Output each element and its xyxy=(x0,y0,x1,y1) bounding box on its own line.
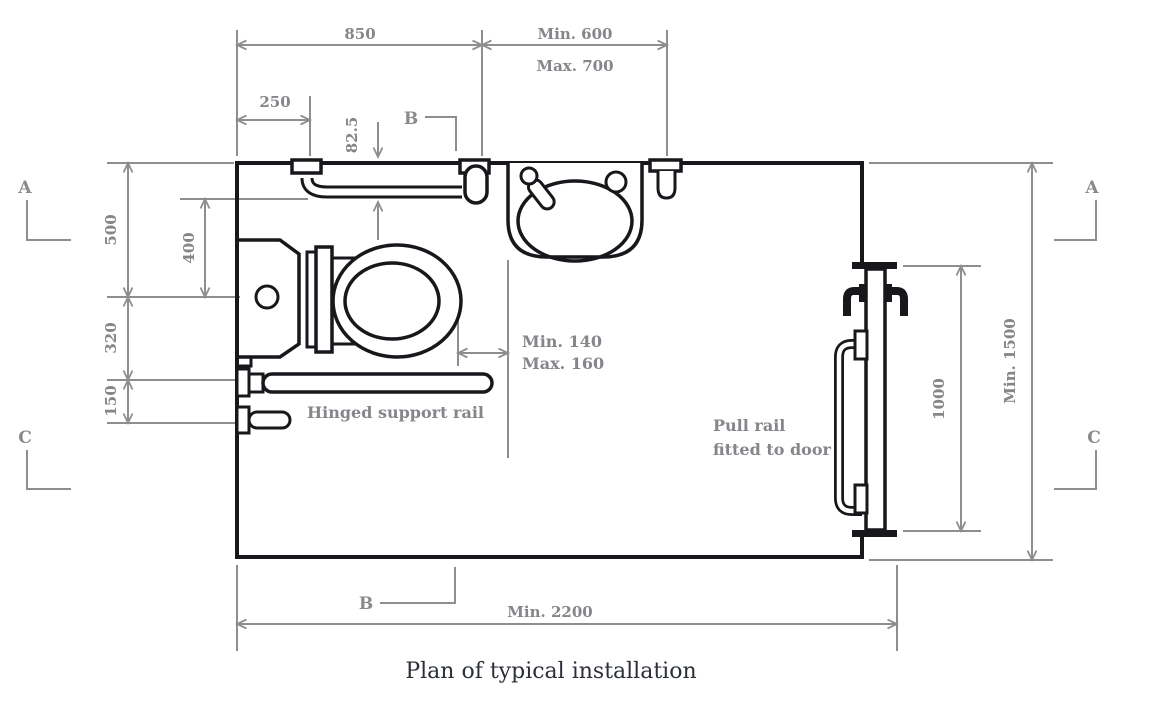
section-marker-c-right: C xyxy=(1087,428,1101,448)
basin-tap-base xyxy=(519,166,539,186)
dim-label-max-700: Max. 700 xyxy=(536,57,613,75)
dim-label-82-5: 82.5 xyxy=(343,117,361,154)
dim-label-150: 150 xyxy=(102,385,120,416)
room-walls xyxy=(235,161,864,559)
dim-label-850: 850 xyxy=(344,25,375,43)
dim-label-400: 400 xyxy=(180,232,198,263)
door-leaf xyxy=(864,267,887,532)
hinged-support-rail xyxy=(235,367,494,435)
pull-rail-mount-bottom xyxy=(853,483,869,515)
toilet-flush-button xyxy=(254,284,280,310)
dim-label-320: 320 xyxy=(102,322,120,353)
section-marker-c-left: C xyxy=(18,428,32,448)
pull-rail-tube-inner xyxy=(836,341,862,514)
dim-label-250: 250 xyxy=(259,93,290,111)
pull-rail-label-line2: fitted to door xyxy=(713,440,832,459)
dim-label-min-1500: Min. 1500 xyxy=(1001,318,1019,403)
section-line-c-left xyxy=(26,450,71,490)
toilet-seat-lines xyxy=(332,256,356,346)
toilet-seat-hinge xyxy=(314,245,334,354)
grab-rail xyxy=(290,158,491,205)
door-hinge-tab xyxy=(859,284,866,302)
door-jamb-top xyxy=(852,262,897,269)
section-line-b-top xyxy=(425,116,457,151)
section-line-c-right xyxy=(1054,450,1097,490)
lower-bracket xyxy=(235,405,251,435)
dim-label-max-160: Max. 160 xyxy=(522,354,604,373)
wall-bracket-tongue xyxy=(656,171,677,200)
toilet-bowl-inner xyxy=(343,261,441,341)
dimensions-top: 850 Min. 600 Max. 700 250 82.5 B xyxy=(237,25,667,240)
grab-rail-bracket-left xyxy=(290,158,323,175)
section-line-a-left xyxy=(26,200,71,241)
diagram-title: Plan of typical installation xyxy=(405,659,696,684)
section-line-b-bottom xyxy=(380,567,456,604)
washbasin xyxy=(506,158,683,263)
basin-overflow xyxy=(604,170,628,194)
door-hinge-icon xyxy=(885,287,908,316)
dim-label-min-140: Min. 140 xyxy=(522,332,602,351)
dim-label-1000: 1000 xyxy=(930,378,948,420)
dimension-pan-to-basin: Min. 140 Max. 160 xyxy=(458,260,604,458)
annotations: Hinged support rail Pull rail fitted to … xyxy=(307,403,832,684)
lower-rail-stub xyxy=(247,410,292,430)
toilet xyxy=(237,238,463,368)
basin-bowl xyxy=(516,179,634,263)
section-marker-b-bottom: B xyxy=(359,594,373,614)
wall-outline xyxy=(235,161,864,559)
hinged-rail-pivot xyxy=(247,372,265,394)
wall-bracket-plate xyxy=(648,158,683,173)
door-hinge-icon xyxy=(843,287,866,316)
section-marker-b-top: B xyxy=(404,109,418,129)
dimensions-bottom: Min. 2200 B xyxy=(237,565,897,651)
pull-rail-label-line1: Pull rail xyxy=(713,416,785,435)
grab-rail-tube-inner xyxy=(303,177,462,196)
hinged-rail-arm xyxy=(261,372,494,394)
grab-rail-drop-end xyxy=(463,164,489,205)
dim-label-500: 500 xyxy=(102,214,120,245)
section-marker-a-right: A xyxy=(1084,178,1099,198)
dim-label-min-2200: Min. 2200 xyxy=(507,603,592,621)
door-jamb-bottom xyxy=(852,530,897,537)
dimensions-right: 1000 Min. 1500 A C xyxy=(869,163,1101,560)
door-hinge-tab xyxy=(885,284,892,302)
pull-rail xyxy=(834,329,869,516)
door xyxy=(843,262,908,537)
toilet-cistern xyxy=(237,238,301,359)
section-marker-a-left: A xyxy=(17,178,32,198)
toilet-cistern-foot xyxy=(237,357,253,368)
dim-label-min-600: Min. 600 xyxy=(538,25,613,43)
hinged-rail-wall-bracket xyxy=(235,367,251,398)
section-line-a-right xyxy=(1054,200,1097,241)
hinged-rail-label: Hinged support rail xyxy=(307,403,484,422)
dimensions-left: 500 400 320 150 A C xyxy=(17,163,308,490)
pull-rail-mount-top xyxy=(853,329,869,361)
